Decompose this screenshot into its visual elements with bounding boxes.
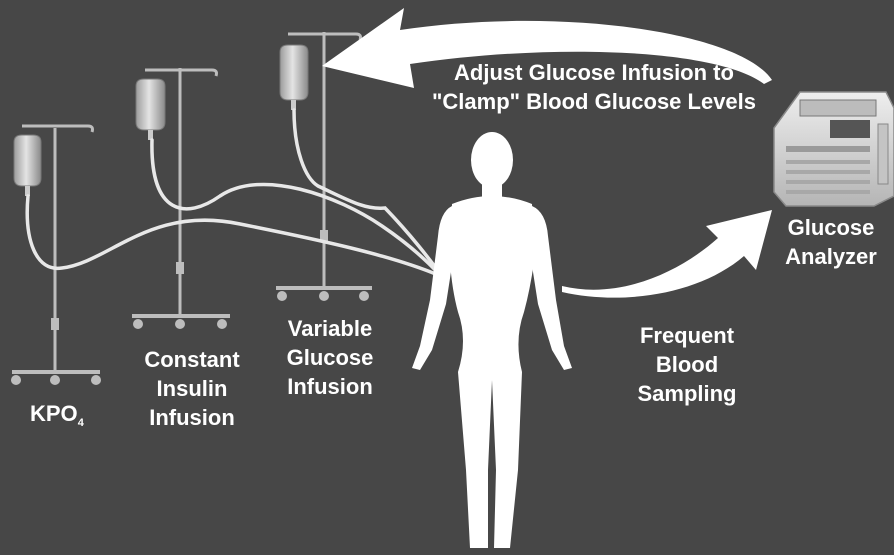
label-line: Variable [268,314,392,343]
frequent-blood-sampling-label: Frequent Blood Sampling [620,321,754,408]
label-line: Frequent [620,321,754,350]
label-line: Analyzer [772,242,890,271]
adjust-glucose-infusion-label: Adjust Glucose Infusion to "Clamp" Blood… [392,58,796,116]
iv-bag-icon [136,79,165,140]
caster-icon [277,291,369,301]
label-line: Glucose [772,213,890,242]
label-line: Glucose [268,343,392,372]
kpo4-subscript: 4 [78,417,84,429]
caster-icon [11,375,101,385]
sampling-arrow [562,210,772,298]
label-line: Insulin [130,374,254,403]
label-line: "Clamp" Blood Glucose Levels [392,87,796,116]
curved-arrow-icon [562,210,772,298]
label-line: Infusion [268,372,392,401]
kpo4-main: KPO [30,401,78,426]
iv-bag-icon [280,45,308,110]
label-line: Adjust Glucose Infusion to [392,58,796,87]
iv-bag-icon [14,135,41,196]
iv-tubing [27,110,442,276]
variable-glucose-infusion-label: Variable Glucose Infusion [268,314,392,401]
constant-insulin-infusion-label: Constant Insulin Infusion [130,345,254,432]
human-body-icon [412,132,572,548]
kpo4-text: KPO4 [30,399,84,438]
label-line: Sampling [620,379,754,408]
caster-icon [133,319,227,329]
kpo4-label: KPO4 [30,399,84,438]
tubing-insulin [152,140,440,275]
label-line: Constant [130,345,254,374]
label-line: Infusion [130,403,254,432]
label-line: Blood [620,350,754,379]
glucose-analyzer-label: Glucose Analyzer [772,213,890,271]
iv-pole-kpo4 [11,126,101,385]
